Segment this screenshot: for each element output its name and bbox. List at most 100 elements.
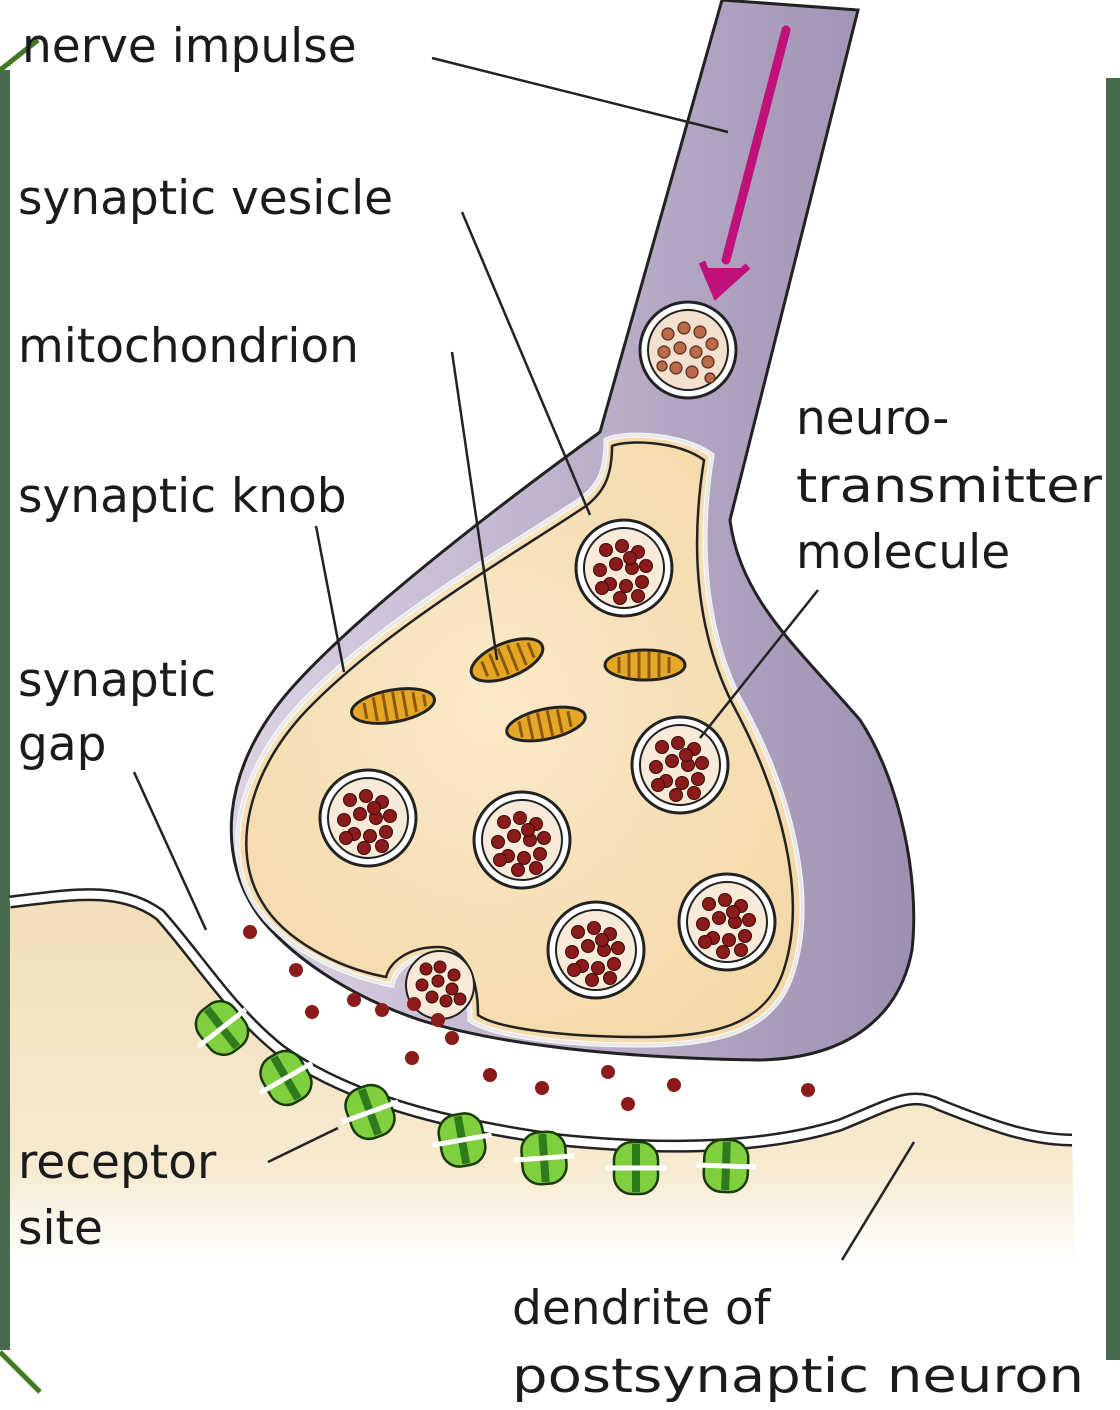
neurotransmitter-molecule: [680, 749, 693, 762]
neurotransmitter-molecule: [518, 852, 531, 865]
neurotransmitter-molecule: [434, 961, 446, 973]
neurotransmitter-molecule: [445, 1031, 459, 1045]
neurotransmitter-molecule: [688, 787, 701, 800]
neurotransmitter-molecule: [713, 912, 726, 925]
neurotransmitter-molecule: [703, 898, 716, 911]
neurotransmitter-molecule: [360, 790, 373, 803]
synaptic-vesicle: [320, 770, 416, 866]
neurotransmitter-molecule: [498, 816, 511, 829]
label-synaptic-gap-line1: synaptic: [18, 653, 216, 708]
neurotransmitter-molecule: [354, 808, 367, 821]
synaptic-vesicle: [679, 874, 775, 970]
label-synaptic-vesicle: synaptic vesicle: [18, 171, 393, 226]
neurotransmitter-molecule: [610, 558, 623, 571]
frame-corner-bottom: [0, 1352, 40, 1392]
label-synaptic-knob: synaptic knob: [18, 469, 347, 524]
neurotransmitter-molecule: [670, 789, 683, 802]
neurotransmitter-molecule: [739, 930, 752, 943]
neurotransmitter-molecule: [588, 922, 601, 935]
neurotransmitter-molecule: [696, 757, 709, 770]
label-neurotransmitter-line3: molecule: [796, 525, 1010, 580]
label-dendrite-line1: dendrite of: [512, 1281, 772, 1336]
label-synaptic-gap-line2: gap: [18, 717, 106, 772]
label-neurotransmitter-line1: neuro-: [796, 391, 949, 446]
neurotransmitter-molecule: [538, 832, 551, 845]
neurotransmitter-molecule: [426, 991, 438, 1003]
neurotransmitter-molecule: [380, 826, 393, 839]
neurotransmitter-molecule: [676, 777, 689, 790]
leader-nerve-impulse: [432, 58, 728, 132]
neurotransmitter-molecule: [592, 962, 605, 975]
neurotransmitter-molecule: [566, 946, 579, 959]
neurotransmitter-molecule: [596, 582, 609, 595]
neurotransmitter-molecule: [416, 979, 428, 991]
neurotransmitter-molecule: [636, 576, 649, 589]
neurotransmitter-molecule: [535, 1081, 549, 1095]
neurotransmitter-molecule: [446, 983, 458, 995]
neurotransmitter-molecule: [375, 1003, 389, 1017]
neurotransmitter-molecule: [727, 906, 740, 919]
synaptic-vesicle: [474, 792, 570, 888]
neurotransmitter-molecule: [364, 830, 377, 843]
neurotransmitter-molecule: [368, 802, 381, 815]
neurotransmitter-molecule: [340, 832, 353, 845]
neurotransmitter-molecule: [596, 934, 609, 947]
neurotransmitter-molecule: [632, 590, 645, 603]
neurotransmitter-molecule: [620, 580, 633, 593]
neurotransmitter-molecule: [692, 773, 705, 786]
neurotransmitter-molecule: [376, 840, 389, 853]
neurotransmitter-molecule: [289, 963, 303, 977]
neurotransmitter-molecule: [534, 848, 547, 861]
neurotransmitter-molecule: [699, 936, 712, 949]
neurotransmitter-molecule: [514, 812, 527, 825]
label-nerve-impulse: nerve impulse: [22, 19, 357, 74]
label-receptor-site-line1: receptor: [18, 1135, 217, 1190]
neurotransmitter-molecule: [616, 540, 629, 553]
neurotransmitter-molecule: [624, 552, 637, 565]
neurotransmitter-molecule: [454, 993, 466, 1005]
neurotransmitter-molecule: [384, 810, 397, 823]
neurotransmitter-molecule: [305, 1005, 319, 1019]
neurotransmitter-molecule: [666, 755, 679, 768]
neurotransmitter-molecule: [243, 925, 257, 939]
neurotransmitter-molecule: [344, 794, 357, 807]
neurotransmitter-molecule: [512, 864, 525, 877]
neurotransmitter-molecule: [582, 940, 595, 953]
neurotransmitter-molecule: [483, 1068, 497, 1082]
neurotransmitter-molecule: [530, 862, 543, 875]
neurotransmitter-molecule: [667, 1078, 681, 1092]
neurotransmitter-molecule: [338, 814, 351, 827]
synaptic-vesicle: [548, 902, 644, 998]
leader-synaptic-vesicle: [462, 212, 590, 515]
neurotransmitter-molecule: [672, 737, 685, 750]
neurotransmitter-molecule: [719, 894, 732, 907]
neurotransmitter-molecule: [586, 974, 599, 987]
label-neurotransmitter-line2: transmitter: [796, 459, 1103, 514]
neurotransmitter-molecule: [614, 592, 627, 605]
neurotransmitter-molecule: [508, 830, 521, 843]
neurotransmitter-molecule: [600, 544, 613, 557]
neurotransmitter-molecule: [432, 975, 444, 987]
neurotransmitter-molecule: [407, 997, 421, 1011]
neurotransmitter-molecule: [743, 914, 756, 927]
neurotransmitter-molecule: [612, 942, 625, 955]
synaptic-vesicle: [576, 520, 672, 616]
neurotransmitter-molecule: [621, 1097, 635, 1111]
neurotransmitter-molecule: [717, 946, 730, 959]
neurotransmitter-molecule: [640, 560, 653, 573]
neurotransmitter-molecule: [494, 854, 507, 867]
label-receptor-site-line2: site: [18, 1201, 103, 1256]
neurotransmitter-molecule: [420, 963, 432, 975]
neurotransmitter-molecule: [723, 934, 736, 947]
mitochondrion-2: [605, 650, 685, 680]
label-dendrite-line2: postsynaptic neuron: [512, 1349, 1084, 1404]
neurotransmitter-molecule: [697, 918, 710, 931]
neurotransmitter-molecule: [405, 1051, 419, 1065]
neurotransmitter-molecule: [347, 993, 361, 1007]
neurotransmitter-molecule: [801, 1083, 815, 1097]
label-mitochondrion: mitochondrion: [18, 319, 359, 374]
synaptic-vesicle: [632, 717, 728, 813]
neurotransmitter-molecule: [604, 972, 617, 985]
neurotransmitter-molecule: [652, 779, 665, 792]
